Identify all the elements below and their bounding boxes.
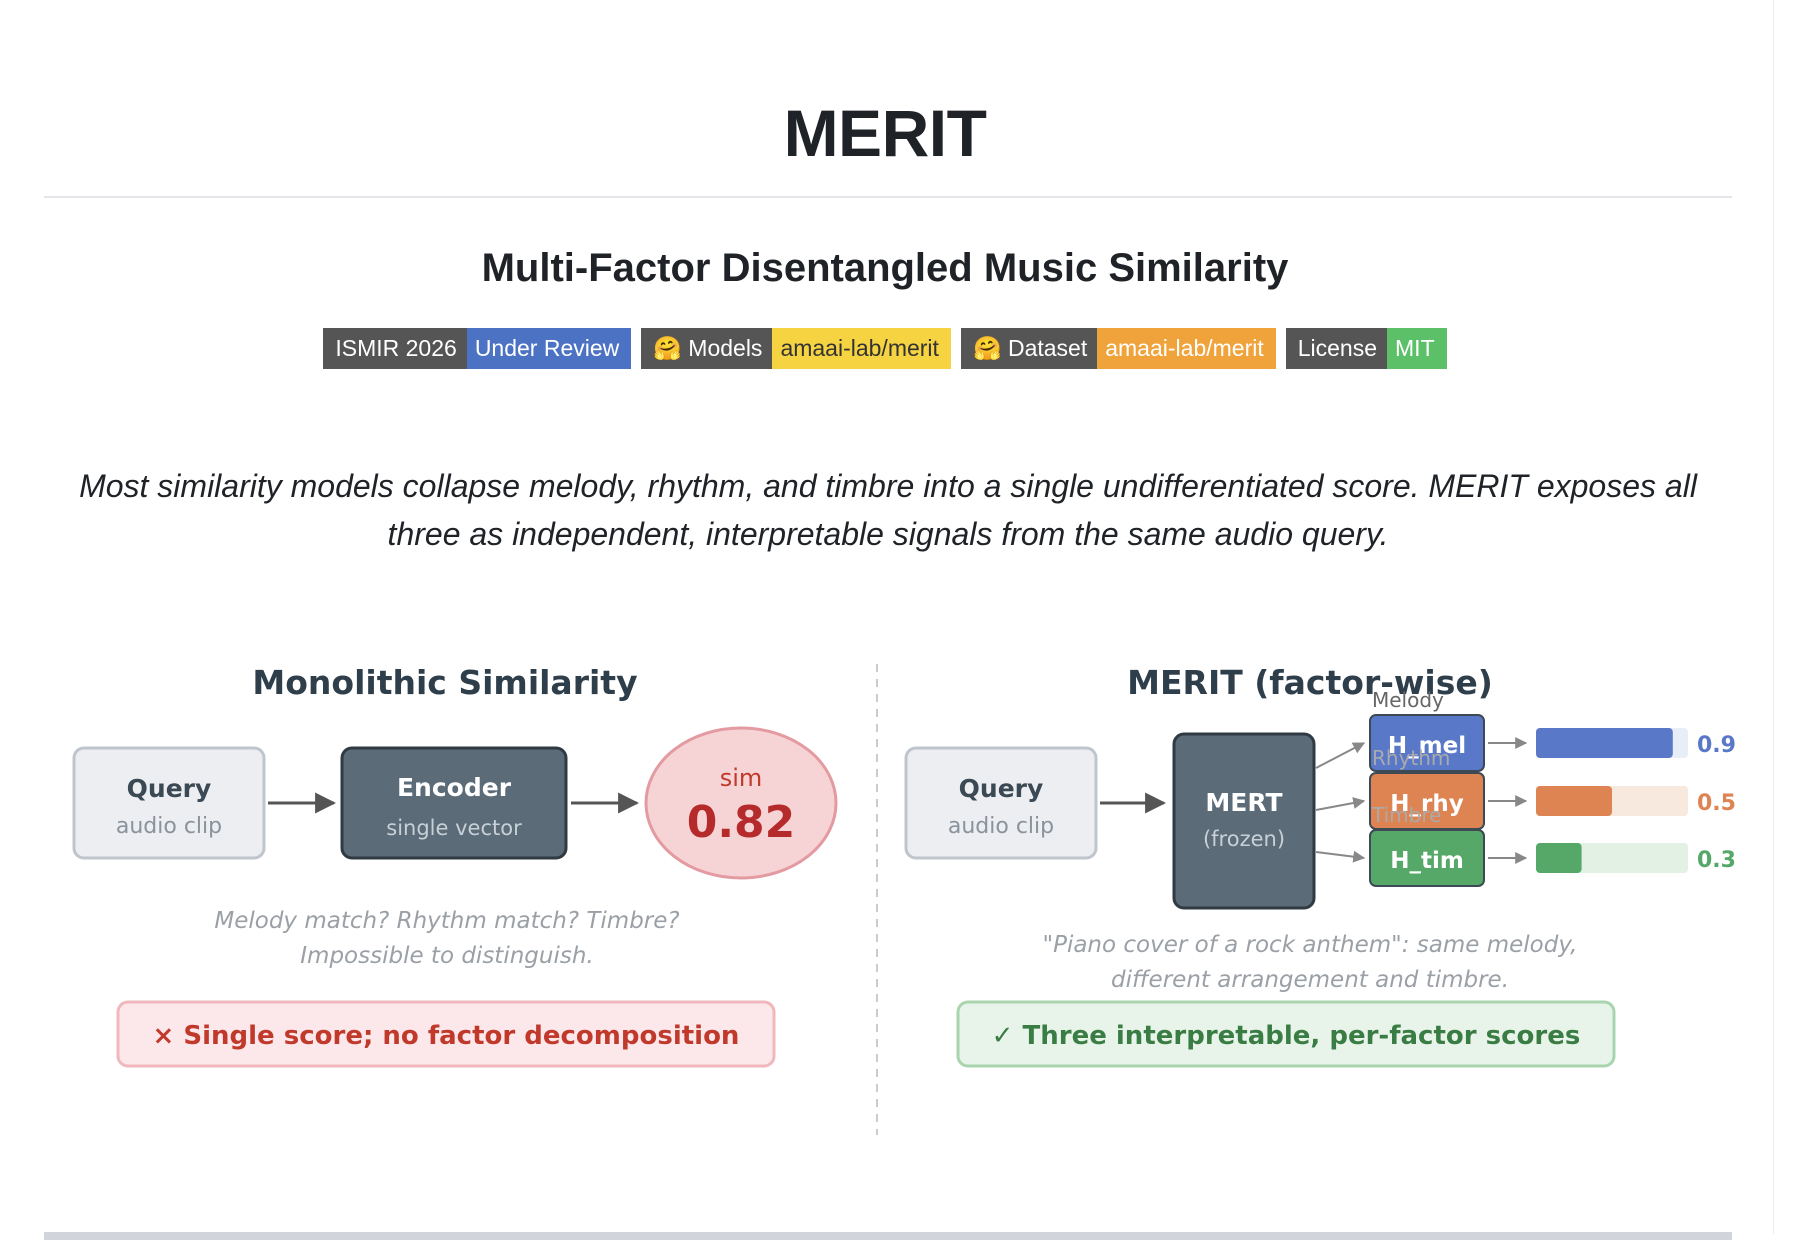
badge-dataset-value: amaai-lab/merit xyxy=(1097,328,1276,369)
badge-row: ISMIR 2026 Under Review 🤗 Models amaai-l… xyxy=(0,328,1770,369)
mert-box: MERT (frozen) xyxy=(1172,732,1316,910)
right-verdict-text: ✓ Three interpretable, per-factor scores xyxy=(992,1021,1581,1051)
factor-heads: H_mel Melody 0.9H_rhy Rhythm 0.5H_tim Timbre 0… xyxy=(1315,688,1736,887)
encoder-box: Encoder single vector xyxy=(340,746,568,860)
badge-venue[interactable]: ISMIR 2026 Under Review xyxy=(323,328,632,369)
factor-label-rhythm: Rhythm xyxy=(1372,746,1450,770)
h-mel-box xyxy=(1369,714,1485,772)
right-query-title: Query xyxy=(959,774,1044,803)
score-value-timbre: 0.3 xyxy=(1697,848,1736,873)
badge-models-value: amaai-lab/merit xyxy=(772,328,951,369)
tagline: Most similarity models collapse melody, … xyxy=(79,468,1697,552)
page-scrollbar[interactable] xyxy=(1773,0,1800,1234)
score-value-melody: 0.9 xyxy=(1697,733,1736,758)
right-caption-line2: different arrangement and timbre. xyxy=(1111,967,1509,993)
comparison-diagram: Monolithic Similarity Query audio clip E… xyxy=(72,663,1736,1135)
h-tim-label: H_tim xyxy=(1390,848,1464,874)
factor-label-melody: Melody xyxy=(1372,688,1444,712)
encoder-subtitle: single vector xyxy=(386,816,522,840)
badge-models[interactable]: 🤗 Models amaai-lab/merit xyxy=(641,328,951,369)
badge-license-label: License xyxy=(1285,328,1388,369)
sim-score-ellipse: sim 0.82 xyxy=(644,726,838,880)
page-subtitle: Multi-Factor Disentangled Music Similari… xyxy=(481,246,1289,290)
right-verdict-box: ✓ Three interpretable, per-factor scores xyxy=(956,1000,1616,1068)
badge-models-label: 🤗 Models xyxy=(641,328,773,369)
title-divider xyxy=(44,196,1732,198)
encoder-title: Encoder xyxy=(397,773,512,802)
h-rhy-label: H_rhy xyxy=(1390,791,1463,817)
left-caption-line1: Melody match? Rhythm match? Timbre? xyxy=(214,908,679,934)
badge-dataset-label: 🤗 Dataset xyxy=(960,328,1098,369)
factor-label-timbre: Timbre xyxy=(1371,803,1441,827)
left-panel-title: Monolithic Similarity xyxy=(252,663,637,702)
footer-divider xyxy=(44,1232,1732,1240)
score-bar-melody xyxy=(1536,728,1673,758)
badge-venue-value: Under Review xyxy=(466,328,632,369)
sim-value: 0.82 xyxy=(687,797,796,848)
score-value-rhythm: 0.5 xyxy=(1697,791,1736,816)
left-query-subtitle: audio clip xyxy=(116,814,222,839)
left-verdict-box: × Single score; no factor decomposition xyxy=(116,1000,776,1068)
mert-subtitle: (frozen) xyxy=(1203,827,1285,851)
page-title: MERIT xyxy=(783,96,987,170)
arrow-mert-to-h-tim xyxy=(1315,850,1366,863)
mert-title: MERT xyxy=(1205,788,1282,817)
badge-license[interactable]: License MIT xyxy=(1285,328,1447,369)
left-query-box: Query audio clip xyxy=(72,746,266,860)
right-caption-line1: "Piano cover of a rock anthem": same mel… xyxy=(1043,932,1578,958)
sim-label: sim xyxy=(720,764,763,792)
left-query-title: Query xyxy=(127,774,212,803)
right-query-box: Query audio clip xyxy=(904,746,1098,860)
score-bar-rhythm xyxy=(1536,786,1612,816)
right-panel-title: MERIT (factor-wise) xyxy=(1127,663,1493,702)
badge-license-value: MIT xyxy=(1387,328,1447,369)
h-mel-label: H_mel xyxy=(1388,733,1466,759)
arrow-mert-to-h-mel xyxy=(1315,742,1366,769)
h-tim-box xyxy=(1369,829,1485,887)
score-bar-timbre xyxy=(1536,843,1582,873)
arrow-mert-to-h-rhy xyxy=(1315,797,1366,811)
badge-dataset[interactable]: 🤗 Dataset amaai-lab/merit xyxy=(960,328,1276,369)
left-caption-line2: Impossible to distinguish. xyxy=(300,943,593,969)
left-verdict-text: × Single score; no factor decomposition xyxy=(153,1021,740,1051)
right-query-subtitle: audio clip xyxy=(948,814,1054,839)
badge-venue-label: ISMIR 2026 xyxy=(323,328,467,369)
